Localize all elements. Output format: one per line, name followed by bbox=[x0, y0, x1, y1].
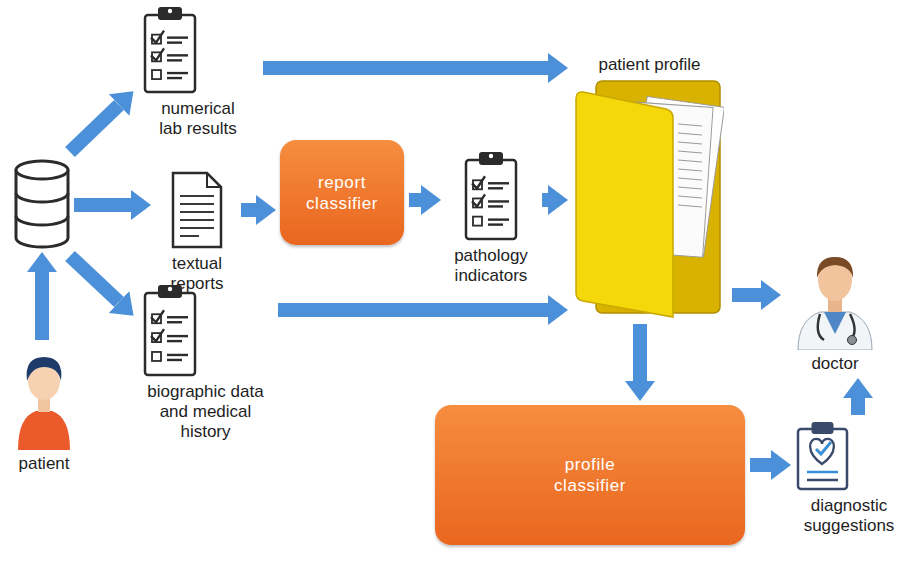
icon-node: biographic data and medical history bbox=[138, 283, 273, 442]
flow-arrow bbox=[42, 105, 131, 340]
flow-arrow bbox=[70, 256, 119, 302]
flow-arrow bbox=[750, 458, 771, 472]
flow-arrow bbox=[70, 105, 119, 152]
box-label: profile classifier bbox=[535, 454, 645, 496]
node-caption: patient profile bbox=[575, 55, 725, 75]
box-label: report classifier bbox=[292, 172, 392, 214]
classifier-box: report classifier bbox=[280, 140, 404, 245]
flow-arrow bbox=[542, 193, 548, 207]
flow-arrow bbox=[409, 193, 421, 207]
doctor-icon bbox=[790, 250, 880, 350]
folder-icon bbox=[574, 79, 724, 319]
flow-arrow bbox=[278, 303, 548, 317]
flow-arrow bbox=[263, 61, 548, 75]
flow-arrow bbox=[633, 324, 647, 381]
flow-arrow bbox=[35, 272, 49, 340]
icon-node: doctor bbox=[785, 250, 885, 374]
document-icon bbox=[169, 170, 225, 250]
patient-icon bbox=[14, 345, 74, 450]
flow-arrow bbox=[74, 198, 131, 212]
node-caption: patient bbox=[8, 454, 80, 474]
icon-node: patient profile bbox=[572, 55, 727, 319]
icon-node: pathology indicators bbox=[445, 150, 537, 286]
flow-arrow bbox=[241, 203, 256, 217]
flow-arrow bbox=[851, 398, 865, 415]
database-icon bbox=[16, 161, 68, 247]
clipboard-icon bbox=[795, 420, 850, 492]
node-caption: biographic data and medical history bbox=[140, 382, 272, 442]
clipboard-icon bbox=[142, 283, 198, 378]
clipboard-icon bbox=[142, 5, 198, 95]
icon-node: diagnostic suggestions bbox=[795, 420, 903, 536]
node-caption: numerical lab results bbox=[148, 99, 248, 139]
clipboard-icon bbox=[463, 150, 519, 242]
classifier-box: profile classifier bbox=[435, 405, 745, 545]
icon-node: numerical lab results bbox=[138, 5, 258, 139]
icon-node: patient bbox=[8, 345, 80, 474]
node-caption: doctor bbox=[785, 354, 885, 374]
node-caption: pathology indicators bbox=[445, 246, 537, 286]
flow-arrow bbox=[732, 288, 761, 302]
icon-node: textual reports bbox=[158, 170, 236, 294]
node-caption: diagnostic suggestions bbox=[795, 496, 903, 536]
